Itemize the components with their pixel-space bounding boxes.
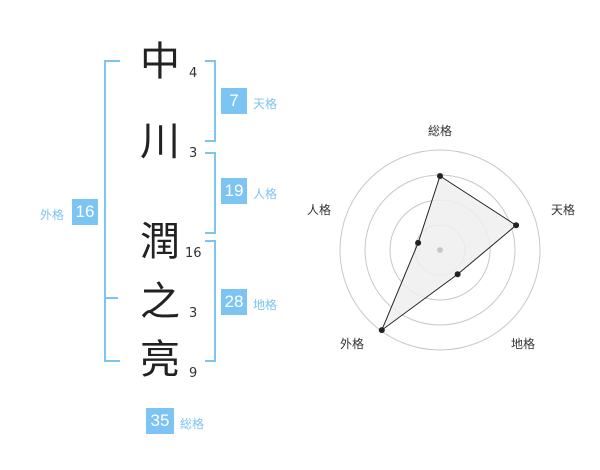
- soukaku-value: 35: [146, 408, 174, 434]
- chikaku-value: 28: [221, 289, 247, 315]
- radar-axis-label-gaikaku: 外格: [340, 337, 365, 351]
- stroke-count-2: 3: [189, 146, 198, 161]
- jinkaku-bracket: [205, 152, 216, 234]
- radar-axis-label-chikaku: 地格: [511, 337, 536, 351]
- gaikaku-label: 外格: [40, 208, 65, 222]
- radar-center-dot: [437, 247, 443, 253]
- radar-chart: [339, 149, 541, 351]
- jinkaku-value: 19: [221, 178, 247, 204]
- stroke-count-1: 4: [189, 66, 198, 81]
- radar-point-5: [415, 239, 422, 246]
- tenkaku-label: 天格: [253, 97, 278, 111]
- name-char-2: 川: [140, 119, 180, 165]
- gaikaku-bracket: [104, 60, 120, 362]
- stroke-count-4: 3: [189, 306, 198, 321]
- name-char-4: 之: [140, 279, 180, 325]
- stroke-count-5: 9: [189, 366, 198, 381]
- tenkaku-value: 7: [221, 88, 247, 114]
- radar-series-polygon: [380, 175, 517, 332]
- radar-axis-label-jinkaku: 人格: [307, 203, 332, 217]
- soukaku-label: 総格: [180, 417, 205, 431]
- name-char-1: 中: [140, 39, 180, 85]
- jinkaku-label: 人格: [253, 187, 278, 201]
- radar-axis-label-tenkaku: 天格: [551, 203, 576, 217]
- name-char-5: 亮: [140, 337, 180, 383]
- name-char-3: 潤: [140, 219, 180, 265]
- chikaku-label: 地格: [253, 298, 278, 312]
- stroke-count-3: 16: [185, 246, 202, 261]
- radar-grid-ring-4: [339, 149, 541, 351]
- radar-axis-label-soukaku: 総格: [428, 124, 453, 138]
- chikaku-bracket: [205, 240, 216, 362]
- gaikaku-bracket-mid: [104, 297, 118, 299]
- radar-point-3: [454, 271, 461, 278]
- radar-point-4: [378, 327, 385, 334]
- gaikaku-value: 16: [72, 199, 98, 225]
- tenkaku-bracket: [205, 60, 216, 142]
- radar-point-2: [513, 222, 520, 229]
- radar-point-1: [437, 173, 443, 179]
